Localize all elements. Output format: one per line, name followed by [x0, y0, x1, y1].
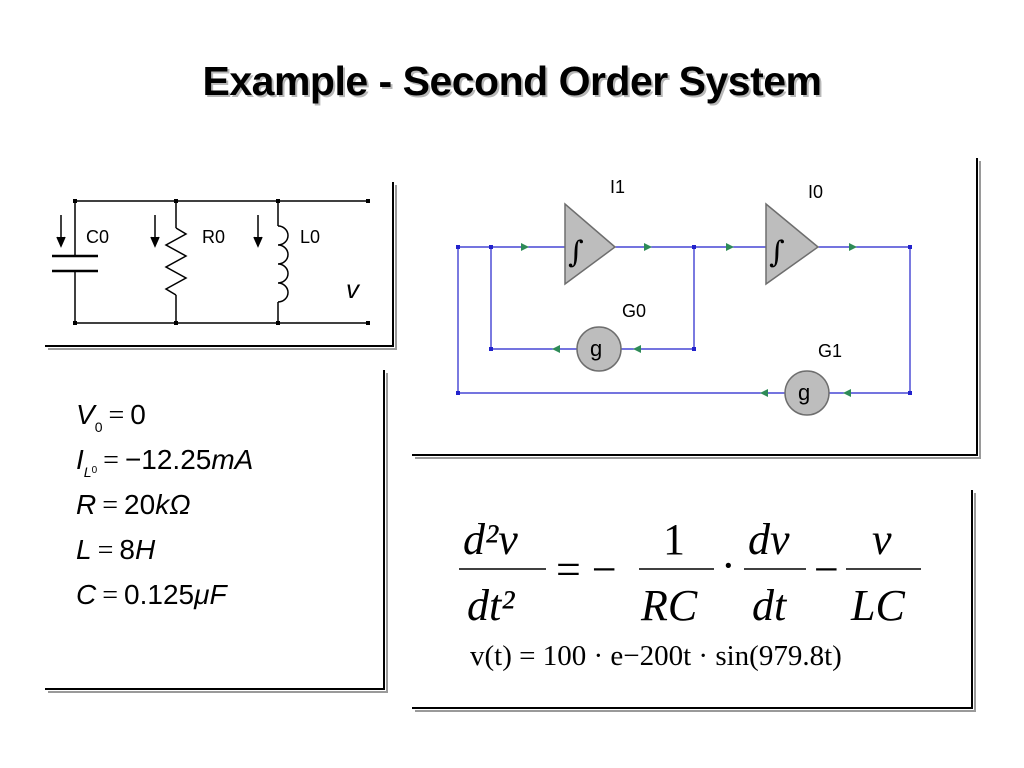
minus-operator: −	[814, 545, 839, 594]
param-r: R=20kΩ	[76, 489, 191, 521]
circuit-schematic	[52, 200, 368, 324]
gain-symbol: g	[590, 336, 602, 361]
t1-numerator: 1	[663, 515, 685, 564]
param-il0: IL0=−12.25mA	[76, 444, 254, 480]
equals-minus: = −	[556, 545, 617, 594]
dot-operator: ·	[721, 541, 736, 590]
solution-equation: v(t) = 100 · e−200t · sin(979.8t)	[470, 640, 842, 672]
gain-symbol: g	[798, 380, 810, 405]
param-v0: V0=0	[76, 399, 146, 435]
gain-g0[interactable]: g	[576, 326, 622, 372]
block-wires	[457, 246, 911, 394]
t3-numerator: v	[872, 515, 892, 564]
lhs-numerator: d²v	[463, 515, 518, 564]
params-frame	[45, 370, 388, 693]
page-title: Example - Second Order System	[202, 58, 822, 104]
param-l: L=8H	[76, 534, 156, 566]
label-r0: R0	[202, 227, 225, 247]
label-l0: L0	[300, 227, 320, 247]
label-i0: I0	[808, 182, 823, 202]
label-g0: G0	[622, 301, 646, 321]
parameter-list: V0=0 IL0=−12.25mA R=20kΩ L=8H C=0.125μF	[76, 392, 253, 617]
circuit-frame	[45, 182, 397, 350]
lhs-denominator: dt²	[467, 581, 515, 630]
label-i1: I1	[610, 177, 625, 197]
integral-icon: ∫	[568, 235, 584, 270]
block-diagram-frame	[412, 158, 981, 459]
port-markers	[521, 243, 857, 397]
t1-denominator: RC	[640, 581, 698, 630]
label-c0: C0	[86, 227, 109, 247]
label-g1: G1	[818, 341, 842, 361]
label-voltage: v	[346, 274, 361, 304]
integrator-i1[interactable]: ∫	[564, 202, 617, 286]
gain-g1[interactable]: g	[784, 370, 830, 416]
equation-frame	[412, 490, 976, 712]
integrator-i0[interactable]: ∫	[765, 202, 820, 286]
block-nodes	[456, 245, 912, 395]
ode-equation: d²v dt² = − 1 RC · dv dt − v LC	[463, 515, 905, 630]
circuit-nodes	[73, 199, 370, 325]
integral-icon: ∫	[769, 235, 785, 270]
t3-denominator: LC	[850, 581, 905, 630]
param-c: C=0.125μF	[76, 579, 227, 611]
t2-denominator: dt	[752, 581, 788, 630]
t2-numerator: dv	[748, 515, 790, 564]
